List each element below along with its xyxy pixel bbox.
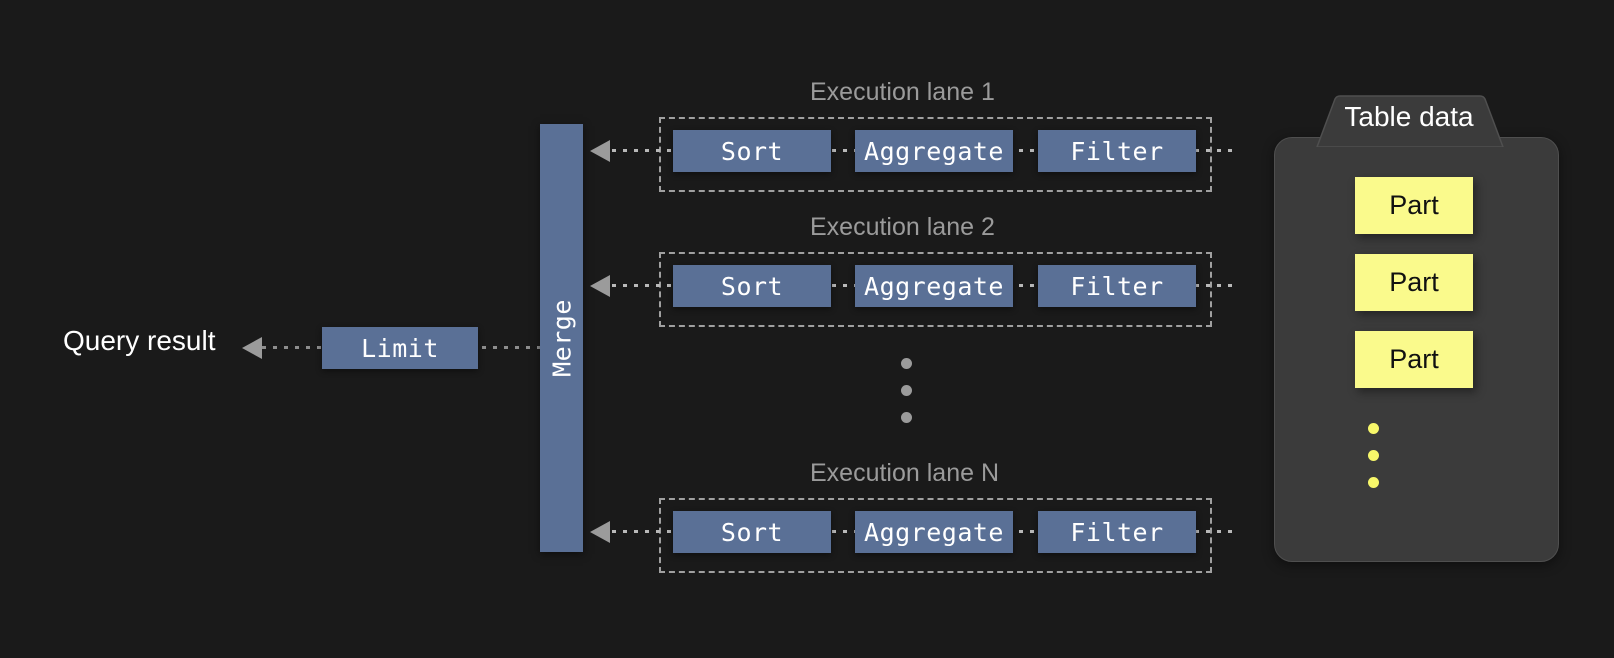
query-result-arrowhead <box>242 337 262 359</box>
merge-label: Merge <box>547 299 576 377</box>
lane-ellipsis <box>901 358 912 439</box>
lane-box-1 <box>659 117 1212 192</box>
laneN-stage-aggregate[interactable]: Aggregate <box>855 511 1013 553</box>
lane-label-2: Execution lane 2 <box>810 213 995 241</box>
lane2-stage-filter[interactable]: Filter <box>1038 265 1196 307</box>
part-box[interactable]: Part <box>1355 177 1473 234</box>
lane2-stage-sort[interactable]: Sort <box>673 265 831 307</box>
part-ellipsis-dot <box>1368 450 1379 461</box>
lane-ellipsis-dot <box>901 358 912 369</box>
lane-box-2 <box>659 252 1212 327</box>
laneN-stage-sort[interactable]: Sort <box>673 511 831 553</box>
lane-box-n <box>659 498 1212 573</box>
limit-node[interactable]: Limit <box>322 327 478 369</box>
lane-arrowhead-1 <box>590 140 610 162</box>
part-box[interactable]: Part <box>1355 254 1473 311</box>
lane-label-1: Execution lane 1 <box>810 78 995 106</box>
lane1-stage-aggregate[interactable]: Aggregate <box>855 130 1013 172</box>
lane1-stage-filter[interactable]: Filter <box>1038 130 1196 172</box>
part-ellipsis-dot <box>1368 423 1379 434</box>
table-data-title: Table data <box>1344 101 1474 132</box>
lane-ellipsis-dot <box>901 385 912 396</box>
part-box[interactable]: Part <box>1355 331 1473 388</box>
part-ellipsis-dot <box>1368 477 1379 488</box>
lane2-stage-aggregate[interactable]: Aggregate <box>855 265 1013 307</box>
part-ellipsis <box>1368 423 1379 504</box>
lane-arrowhead-n <box>590 521 610 543</box>
lane-arrowhead-2 <box>590 275 610 297</box>
laneN-stage-filter[interactable]: Filter <box>1038 511 1196 553</box>
lane-label-n: Execution lane N <box>810 459 1000 487</box>
query-result-label: Query result <box>63 325 216 356</box>
merge-node[interactable]: Merge <box>540 124 583 552</box>
lane1-stage-sort[interactable]: Sort <box>673 130 831 172</box>
table-data-tab <box>1309 95 1509 147</box>
lane-ellipsis-dot <box>901 412 912 423</box>
